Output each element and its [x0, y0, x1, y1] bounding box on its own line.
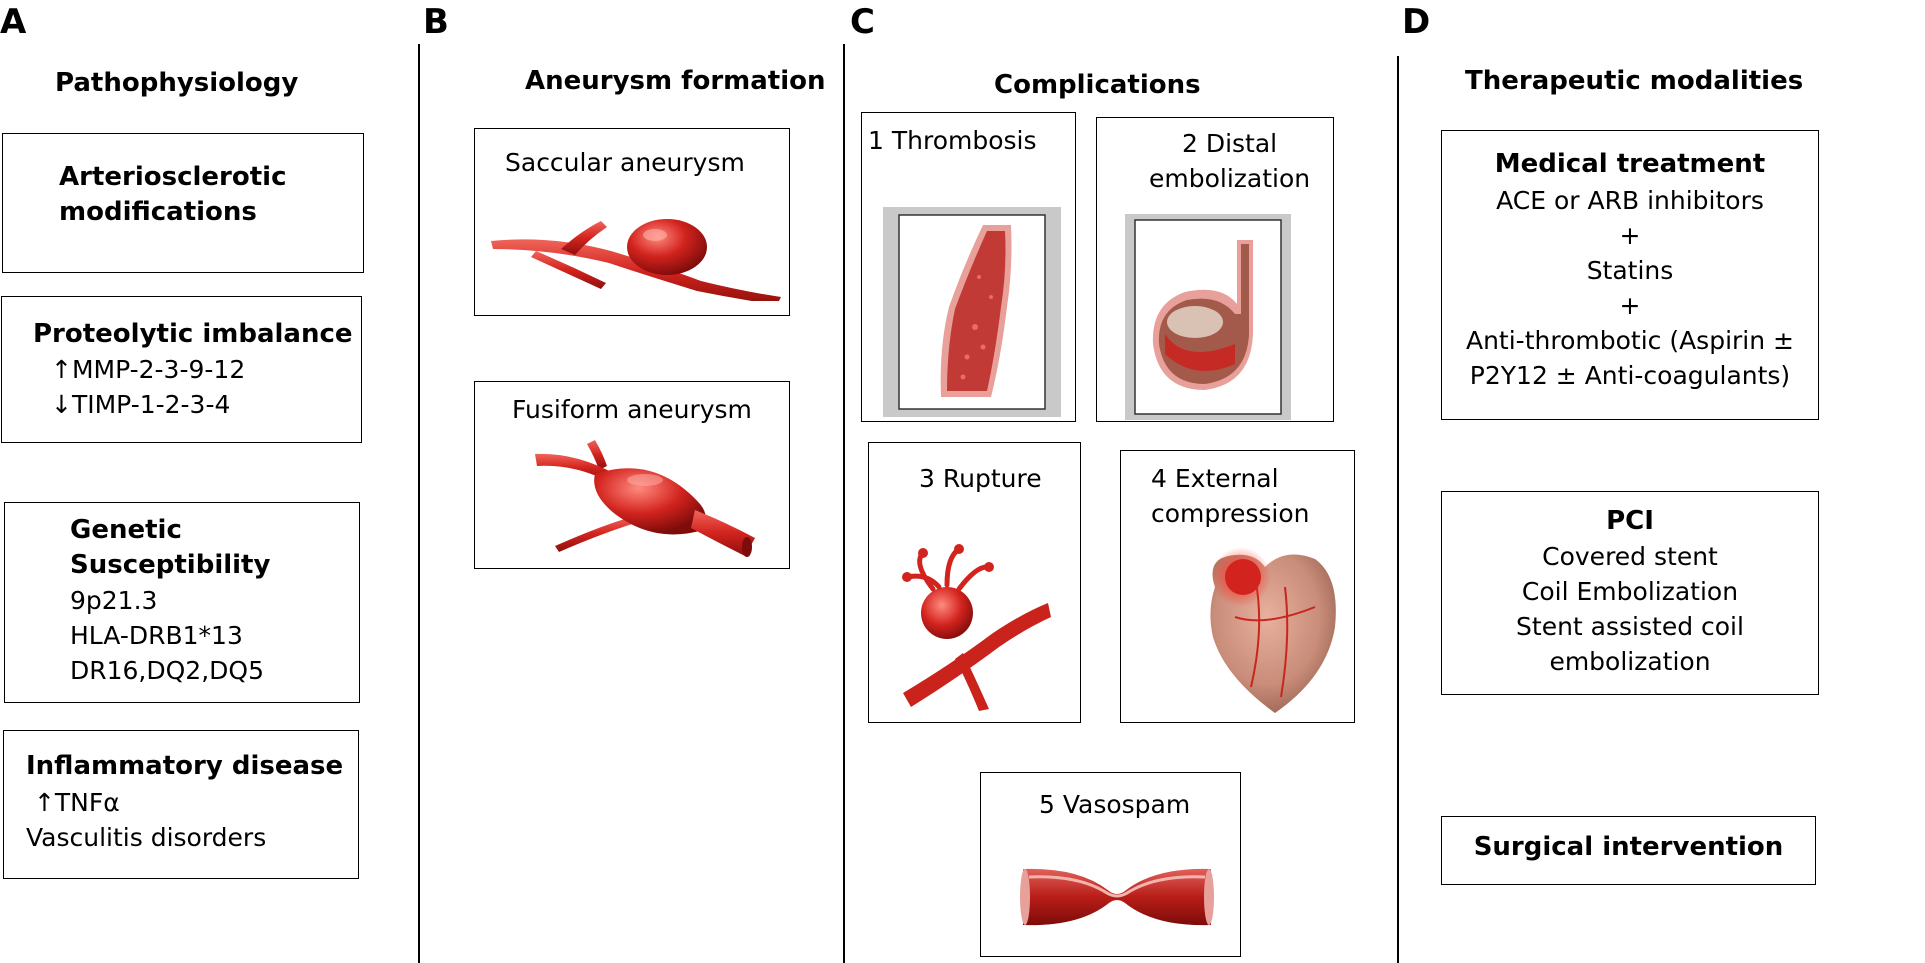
external-compression-label: 4 External compression	[1151, 464, 1310, 528]
pci-details: Covered stent Coil Embolization Stent as…	[1516, 542, 1744, 676]
surgical-intervention-heading: Surgical intervention	[1473, 832, 1784, 862]
vasospasm-illustration	[1019, 863, 1215, 931]
aneurysm-formation-title: Aneurysm formation	[525, 66, 826, 96]
arteriosclerotic-heading: Arteriosclerotic modifications	[59, 162, 287, 227]
external-compression-box: 4 External compression	[1120, 450, 1355, 723]
panel-letter-b: B	[423, 2, 449, 42]
inflammatory-box: Inflammatory disease ↑TNFα Vasculitis di…	[3, 730, 359, 879]
genetic-box: Genetic Susceptibility 9p21.3 HLA-DRB1*1…	[4, 502, 360, 703]
rupture-illustration	[893, 543, 1053, 713]
rupture-box: 3 Rupture	[868, 442, 1081, 723]
divider-cd	[1397, 56, 1399, 963]
genetic-heading: Genetic Susceptibility	[70, 515, 271, 580]
proteolytic-markers: ↑MMP-2-3-9-12 ↓TIMP-1-2-3-4	[51, 355, 246, 419]
heart-compression-illustration	[1195, 537, 1345, 717]
divider-bc	[843, 44, 845, 963]
thrombosis-label: 1 Thrombosis	[868, 126, 1037, 155]
thrombosis-illustration	[883, 207, 1061, 417]
inflammatory-heading: Inflammatory disease	[26, 751, 344, 781]
inflammatory-details: ↑TNFα Vasculitis disorders	[26, 788, 267, 852]
arteriosclerotic-box: Arteriosclerotic modifications	[2, 133, 364, 273]
thrombosis-box: 1 Thrombosis	[861, 112, 1076, 422]
proteolytic-box: Proteolytic imbalance ↑MMP-2-3-9-12 ↓TIM…	[1, 296, 362, 443]
rupture-label: 3 Rupture	[919, 464, 1042, 493]
fusiform-box: Fusiform aneurysm	[474, 381, 790, 569]
pathophysiology-title: Pathophysiology	[55, 68, 299, 98]
saccular-box: Saccular aneurysm	[474, 128, 790, 316]
panel-letter-a: A	[0, 2, 27, 42]
complications-title: Complications	[994, 70, 1201, 100]
distal-embolization-illustration	[1125, 214, 1291, 420]
fusiform-aneurysm-illustration	[535, 434, 765, 559]
medical-treatment-details: ACE or ARB inhibitors + Statins + Anti-t…	[1465, 186, 1794, 390]
pci-box: PCI Covered stent Coil Embolization Sten…	[1441, 491, 1819, 695]
distal-embolization-label: 2 Distal embolization	[1149, 129, 1311, 193]
vasospasm-box: 5 Vasospam	[980, 772, 1241, 957]
proteolytic-heading: Proteolytic imbalance	[33, 319, 353, 349]
medical-treatment-heading: Medical treatment	[1494, 149, 1766, 179]
surgical-intervention-box: Surgical intervention	[1441, 816, 1816, 885]
vasospasm-label: 5 Vasospam	[1039, 790, 1191, 819]
fusiform-label: Fusiform aneurysm	[512, 395, 752, 424]
therapeutic-modalities-title: Therapeutic modalities	[1465, 66, 1804, 96]
saccular-aneurysm-illustration	[491, 211, 781, 301]
panel-letter-c: C	[850, 2, 875, 42]
pci-heading: PCI	[1606, 506, 1654, 536]
divider-ab	[418, 44, 420, 963]
medical-treatment-box: Medical treatment ACE or ARB inhibitors …	[1441, 130, 1819, 420]
panel-letter-d: D	[1402, 2, 1431, 42]
saccular-label: Saccular aneurysm	[505, 148, 745, 177]
distal-embolization-box: 2 Distal embolization	[1096, 117, 1334, 422]
genetic-loci: 9p21.3 HLA-DRB1*13 DR16,DQ2,DQ5	[70, 586, 264, 685]
